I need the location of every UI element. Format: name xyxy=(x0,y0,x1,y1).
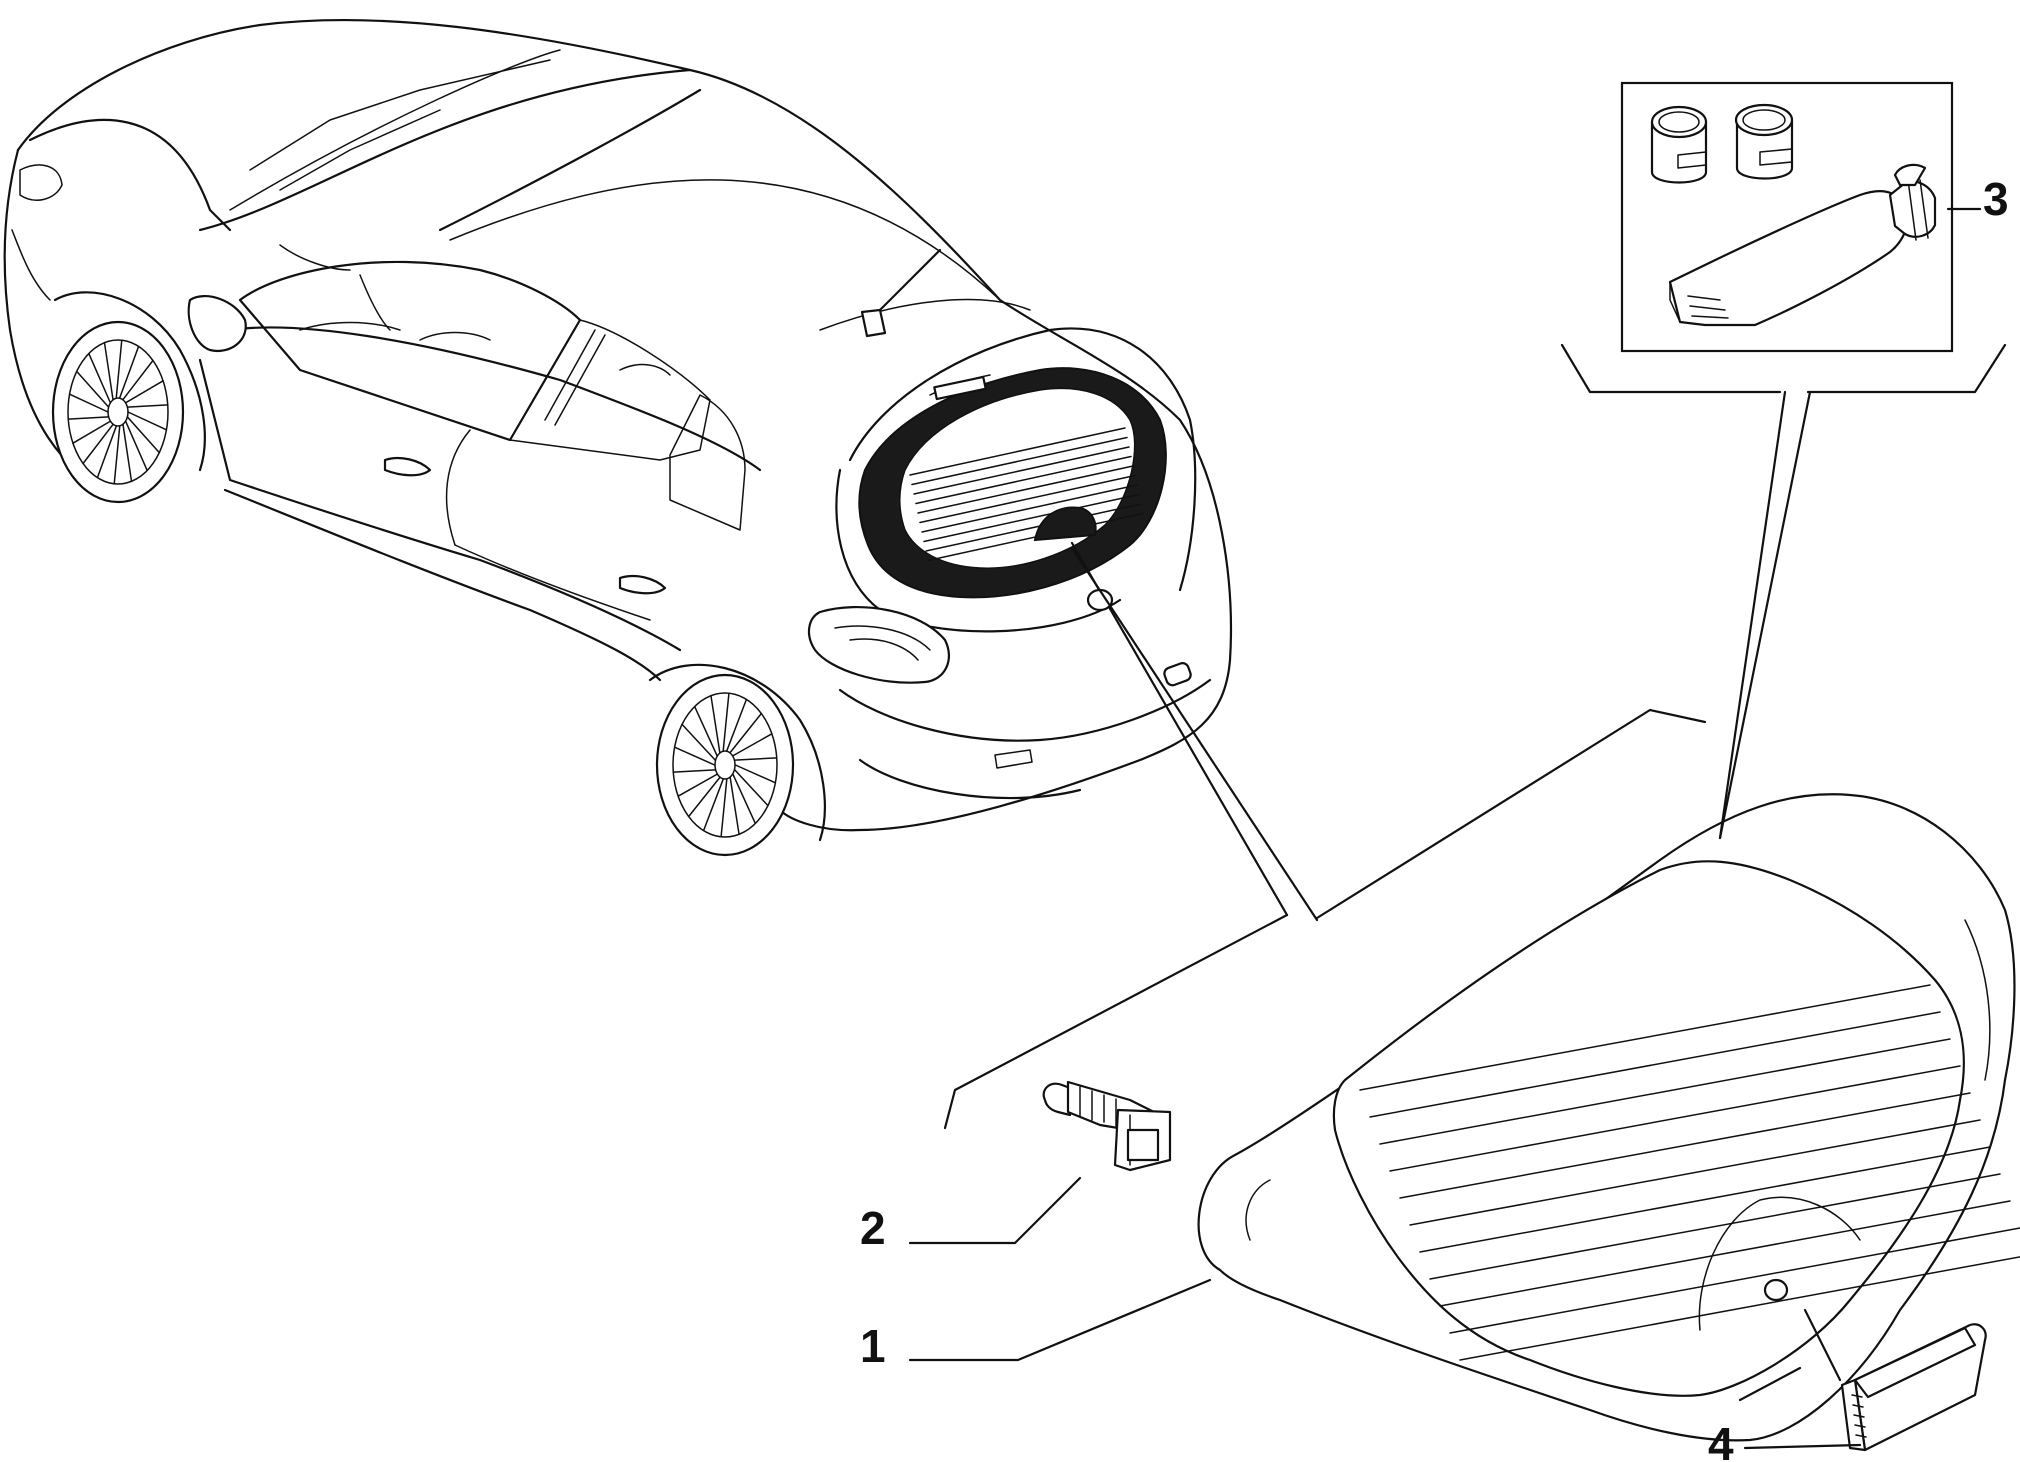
defroster-line xyxy=(1449,1227,2020,1334)
defroster-line xyxy=(909,427,1126,476)
wheel-spoke xyxy=(726,698,748,752)
defroster-line xyxy=(923,493,1140,543)
wheel-spoke xyxy=(124,380,164,404)
wheel-spoke xyxy=(729,776,740,836)
activator-can-icon xyxy=(1734,103,1794,180)
wheel-spoke xyxy=(122,423,133,483)
wheel-spoke xyxy=(729,712,763,754)
rear-wheel xyxy=(655,673,795,857)
wheel-spoke xyxy=(113,425,121,485)
wheel-spoke xyxy=(122,359,154,401)
wheel-spoke xyxy=(677,773,718,797)
defroster-line xyxy=(921,484,1138,533)
defroster-line xyxy=(1379,1038,1951,1145)
wheel-spoke xyxy=(732,773,757,825)
car-illustration xyxy=(3,18,1289,917)
wheel-spoke xyxy=(722,692,730,752)
callout-number-3: 3 xyxy=(1983,173,2009,225)
callout-number-4: 4 xyxy=(1708,1418,1734,1462)
wheel-spoke xyxy=(710,694,721,754)
wheel-spoke xyxy=(734,764,777,784)
defroster-line xyxy=(917,465,1134,514)
defroster-line xyxy=(1459,1256,2020,1361)
wheel-spoke xyxy=(127,411,168,431)
defroster-line xyxy=(1409,1119,1981,1226)
wheel-spoke xyxy=(118,345,140,399)
wheel-spoke xyxy=(67,416,110,420)
defroster-line xyxy=(925,503,1142,552)
wheel-spoke xyxy=(702,778,724,832)
wheel-spoke xyxy=(103,341,114,401)
bracket-part xyxy=(1840,1323,1987,1452)
adhesive-kit-part xyxy=(1620,81,1982,353)
front-wheel xyxy=(51,320,185,504)
wheel-spoke xyxy=(72,420,112,444)
defroster-line xyxy=(1359,984,1931,1091)
defroster-line xyxy=(1369,1011,1941,1118)
wheel-spoke xyxy=(88,352,112,404)
wheel-spoke xyxy=(734,769,769,807)
defroster-line xyxy=(919,474,1136,524)
defroster-line xyxy=(1429,1173,2001,1280)
wheel-spoke xyxy=(734,757,778,761)
wheel-spoke xyxy=(82,423,114,465)
wheel-spoke xyxy=(720,778,728,838)
adhesive-tube-icon xyxy=(1668,163,1937,327)
defroster-line xyxy=(1389,1065,1961,1172)
wheel-spoke xyxy=(68,393,109,413)
primer-can-icon xyxy=(1650,105,1708,184)
wheel-spoke xyxy=(75,370,110,408)
wheel-spoke xyxy=(96,425,118,479)
wheel-spoke xyxy=(681,723,716,761)
defroster-line xyxy=(1399,1092,1971,1199)
wheel-spoke xyxy=(124,420,148,472)
defroster-line xyxy=(915,455,1132,505)
wheel-spoke xyxy=(672,769,716,773)
wheel-spoke xyxy=(687,776,721,818)
clip-part xyxy=(1042,1080,1172,1172)
callout-number-1: 1 xyxy=(860,1320,886,1372)
defroster-line xyxy=(911,436,1128,486)
defroster-line xyxy=(913,446,1130,495)
rear-glass-part xyxy=(1070,546,2020,1442)
wheel-spoke xyxy=(115,339,123,399)
leader-lines xyxy=(908,343,2007,1450)
wheel-spoke xyxy=(126,416,161,454)
defroster-line xyxy=(1439,1200,2011,1307)
callout-number-2: 2 xyxy=(860,1202,886,1254)
wheel-spoke xyxy=(693,705,718,757)
wheel-spoke xyxy=(732,733,773,757)
defroster-line xyxy=(1419,1146,1991,1253)
wheel-spoke xyxy=(673,746,716,766)
wheel-spoke xyxy=(126,404,169,408)
